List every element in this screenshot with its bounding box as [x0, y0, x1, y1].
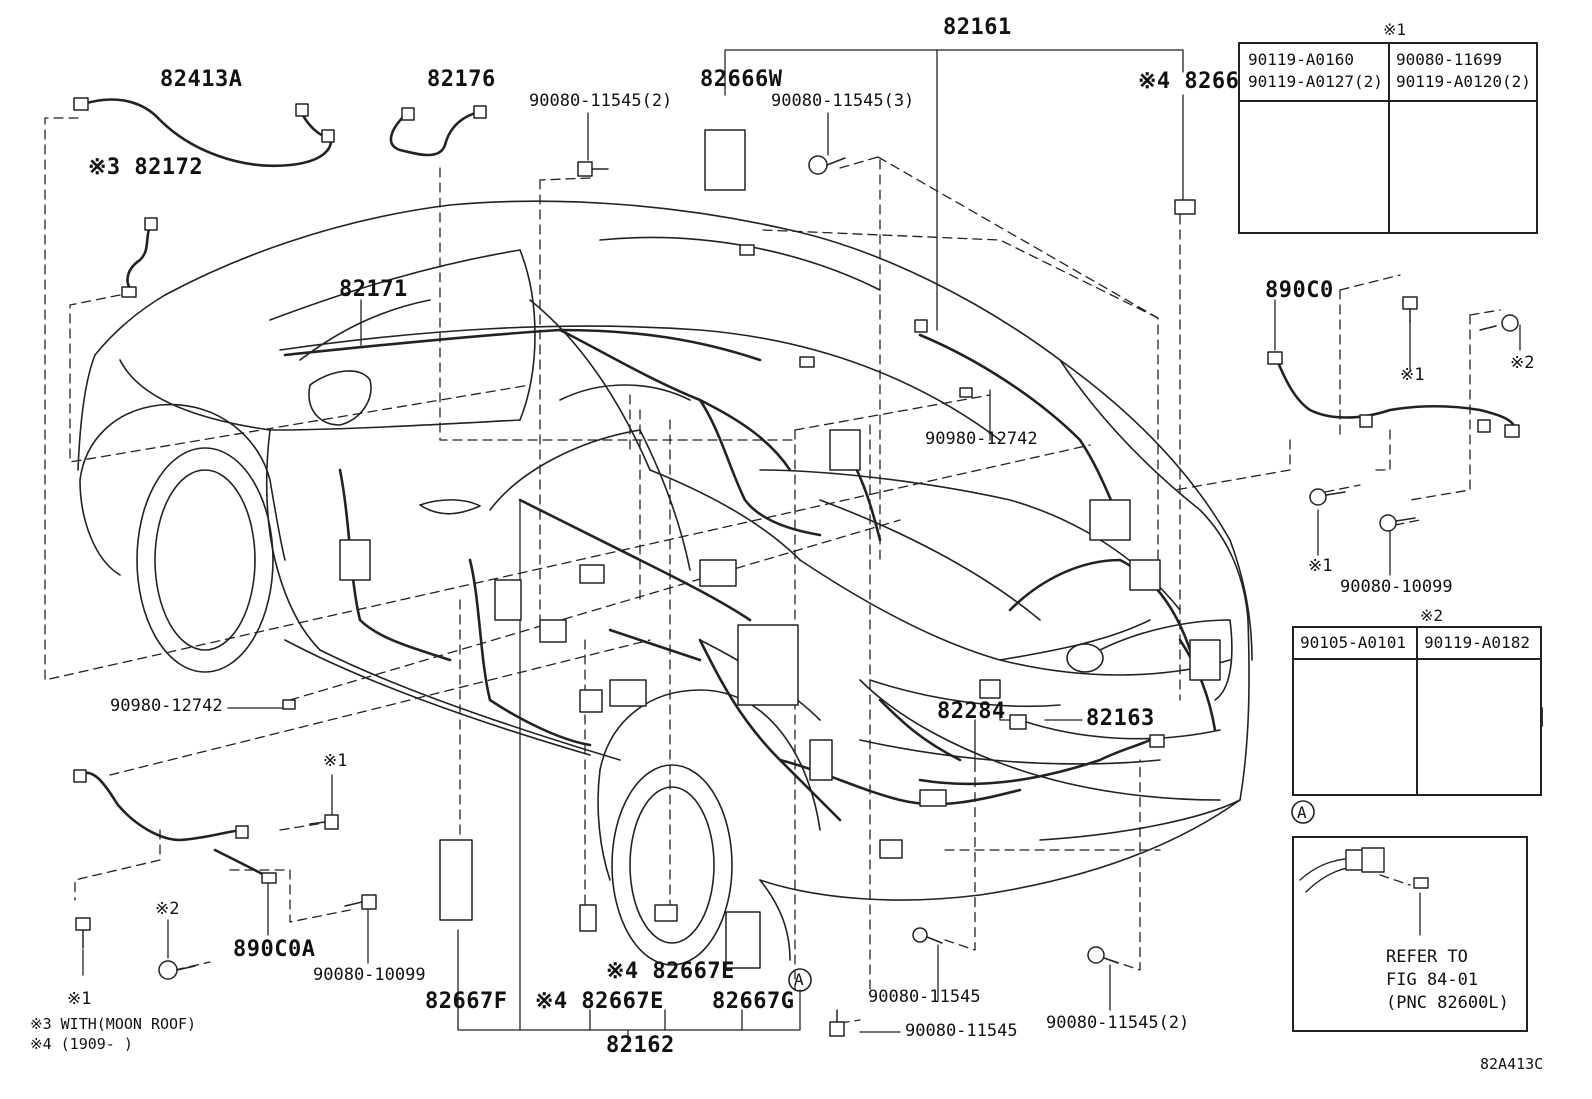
label-90080-10099-right: 90080-10099 — [1340, 577, 1453, 597]
label-x1-b: ※1 — [1308, 556, 1333, 576]
label-x1-d: ※1 — [67, 989, 92, 1009]
bolt-x1-left — [309, 814, 339, 830]
bolt-90080-11545-2-top — [577, 161, 609, 177]
label-82172: ※3 82172 — [88, 155, 204, 180]
junction-82667F — [439, 839, 473, 921]
figure-code: 82A413C — [1480, 1055, 1544, 1073]
label-x2-a: ※2 — [1510, 353, 1535, 373]
label-82284: 82284 — [937, 699, 1006, 724]
label-82163: 82163 — [1086, 706, 1155, 731]
label-x1-c: ※1 — [323, 751, 348, 771]
note-x3: ※3 WITH(MOON ROOF) — [30, 1015, 197, 1033]
circle-markers — [788, 800, 1315, 992]
label-90080-10099-left: 90080-10099 — [313, 965, 426, 985]
connector-82667E-a — [579, 904, 597, 932]
label-82176: 82176 — [427, 67, 496, 92]
label-circle-a: A — [794, 970, 804, 989]
bolt-x2-left — [158, 960, 196, 980]
note-x4: ※4 (1909- ) — [30, 1035, 133, 1053]
label-82667F: 82667F — [425, 989, 508, 1014]
boxA-line2: FIG 84-01 — [1386, 970, 1479, 990]
label-90080-11545-2-top: 90080-11545(2) — [529, 91, 673, 111]
box2-header: ※2 — [1420, 606, 1444, 625]
callout-circle-a-box — [1291, 800, 1315, 824]
bolt-90080-11545-a — [912, 927, 943, 944]
label-82162: 82162 — [606, 1033, 675, 1058]
dashed-assembly-lines — [44, 117, 1501, 1024]
label-x2-b: ※2 — [155, 899, 180, 919]
label-x1-a: ※1 — [1400, 365, 1425, 385]
bolt-90080-11545-b — [829, 1009, 845, 1037]
box2-divider-v — [1416, 628, 1418, 794]
box1-bolts-x1: 90119-A0160 90119-A0127(2) 90080-11699 9… — [1238, 42, 1538, 234]
label-82667E-a: ※4 82667E — [535, 989, 664, 1014]
label-890C0: 890C0 — [1265, 278, 1334, 303]
bolt-90080-11545-2-bot — [1087, 946, 1119, 964]
label-90080-11545-a: 90080-11545 — [868, 987, 981, 1007]
detail-box-a: REFER TO FIG 84-01 (PNC 82600L) — [1292, 836, 1528, 1032]
label-82413A: 82413A — [160, 67, 243, 92]
boxA-line1: REFER TO — [1386, 947, 1468, 967]
label-82171: 82171 — [339, 277, 408, 302]
bolt-90080-11545-3 — [808, 155, 846, 175]
label-82667G: 82667G — [712, 989, 795, 1014]
box1-header: ※1 — [1383, 20, 1407, 39]
label-90080-11545-b: 90080-11545 — [905, 1021, 1018, 1041]
bolt-x1-right-lower — [1309, 488, 1346, 506]
label-82161: 82161 — [943, 15, 1012, 40]
clip-90980-12742-right — [959, 387, 973, 398]
label-90080-11545-3: 90080-11545(3) — [771, 91, 915, 111]
bolt-90080-10099-left — [344, 894, 377, 910]
box1-left-line1: 90119-A0160 — [1248, 50, 1354, 69]
clip-90980-12742-left — [282, 699, 296, 710]
small-parts — [73, 97, 1520, 1037]
box1-right-line1: 90080-11699 — [1396, 50, 1502, 69]
detail-a-drawing — [1299, 847, 1429, 893]
box2-bolts-x2: 90105-A0101 90119-A0182 — [1292, 626, 1542, 796]
box2-right: 90119-A0182 — [1424, 633, 1530, 652]
connector-82667G — [725, 911, 761, 969]
box1-divider-v — [1388, 44, 1390, 232]
boxA-line3: (PNC 82600L) — [1386, 993, 1509, 1013]
connector-82666G — [1174, 199, 1196, 215]
bolt-x1-right — [1402, 296, 1418, 323]
label-90080-11545-2-bot: 90080-11545(2) — [1046, 1013, 1190, 1033]
bolt-x1-left-lower — [75, 917, 91, 949]
label-90980-12742-left: 90980-12742 — [110, 696, 223, 716]
box1-divider-h — [1240, 100, 1536, 102]
bolt-90080-10099-right — [1379, 514, 1416, 532]
label-90980-12742-right: 90980-12742 — [925, 429, 1038, 449]
label-890C0A: 890C0A — [233, 937, 316, 962]
callout-circle-a-main — [788, 968, 812, 992]
car-body-outline — [77, 200, 1253, 966]
leader-lines — [82, 49, 1521, 1043]
bolt-x2-right — [1479, 314, 1519, 332]
wiring-harness-strands — [76, 98, 1517, 880]
box2-left: 90105-A0101 — [1300, 633, 1406, 652]
box2-divider-h — [1294, 658, 1540, 660]
boxA-marker: A — [1297, 803, 1307, 822]
label-82666W: 82666W — [700, 67, 783, 92]
connector-82667E-b — [654, 904, 678, 922]
box1-left-line2: 90119-A0127(2) — [1248, 72, 1383, 91]
relay-82666W — [704, 129, 746, 191]
box1-right-line2: 90119-A0120(2) — [1396, 72, 1531, 91]
label-82667E-b: ※4 82667E — [606, 959, 735, 984]
